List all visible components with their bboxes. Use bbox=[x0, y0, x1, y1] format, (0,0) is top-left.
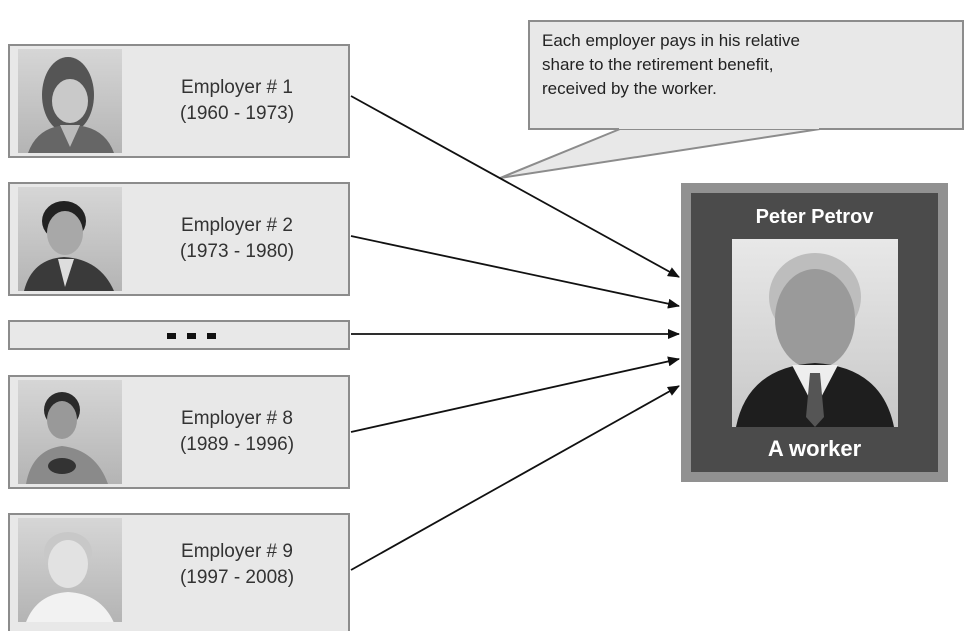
employer-1-portrait-icon bbox=[18, 49, 122, 153]
callout-line: Each employer pays in his relative bbox=[542, 31, 800, 50]
employer-title: Employer # 2 bbox=[181, 215, 293, 236]
employer-title: Employer # 8 bbox=[181, 408, 293, 429]
employer-title: Employer # 1 bbox=[181, 77, 293, 98]
employer-title: Employer # 9 bbox=[181, 541, 293, 562]
worker-name: Peter Petrov bbox=[755, 206, 874, 228]
worker-label: A worker bbox=[767, 436, 862, 461]
arrow-employer-1 bbox=[350, 95, 680, 278]
callout-line: share to the retirement benefit, bbox=[542, 55, 774, 74]
employer-9-portrait-icon bbox=[18, 518, 122, 622]
employer-9-text: Employer # 9 (1997 - 2008) bbox=[126, 515, 348, 615]
employer-period: (1960 - 1973) bbox=[179, 103, 295, 124]
employer-2-text: Employer # 2 (1973 - 1980) bbox=[126, 184, 348, 294]
worker-panel: Peter Petrov A worker bbox=[691, 193, 938, 472]
ellipsis-box bbox=[8, 320, 350, 350]
employer-8-box: Employer # 8 (1989 - 1996) bbox=[8, 375, 350, 489]
callout-line: received by the worker. bbox=[542, 79, 717, 98]
employer-1-text: Employer # 1 (1960 - 1973) bbox=[126, 46, 348, 156]
employer-8-text: Employer # 8 (1989 - 1996) bbox=[126, 377, 348, 487]
employer-2-portrait-icon bbox=[18, 187, 122, 291]
employer-period: (1973 - 1980) bbox=[179, 241, 295, 262]
callout-text: Each employer pays in his relative share… bbox=[542, 29, 952, 101]
arrow-employer-9 bbox=[350, 385, 680, 571]
worker-frame: Peter Petrov A worker bbox=[681, 183, 948, 482]
employer-period: (1997 - 2008) bbox=[179, 567, 295, 588]
employer-period: (1989 - 1996) bbox=[179, 434, 295, 455]
arrow-employer-8 bbox=[350, 356, 680, 433]
employer-2-box: Employer # 2 (1973 - 1980) bbox=[8, 182, 350, 296]
arrow-employer-2 bbox=[350, 235, 680, 309]
employer-8-portrait-icon bbox=[18, 380, 122, 484]
employer-9-box: Employer # 9 (1997 - 2008) bbox=[8, 513, 350, 631]
callout-box: Each employer pays in his relative share… bbox=[528, 20, 964, 130]
employer-1-box: Employer # 1 (1960 - 1973) bbox=[8, 44, 350, 158]
ellipsis-icon bbox=[167, 333, 227, 339]
worker-portrait-icon bbox=[732, 239, 898, 427]
